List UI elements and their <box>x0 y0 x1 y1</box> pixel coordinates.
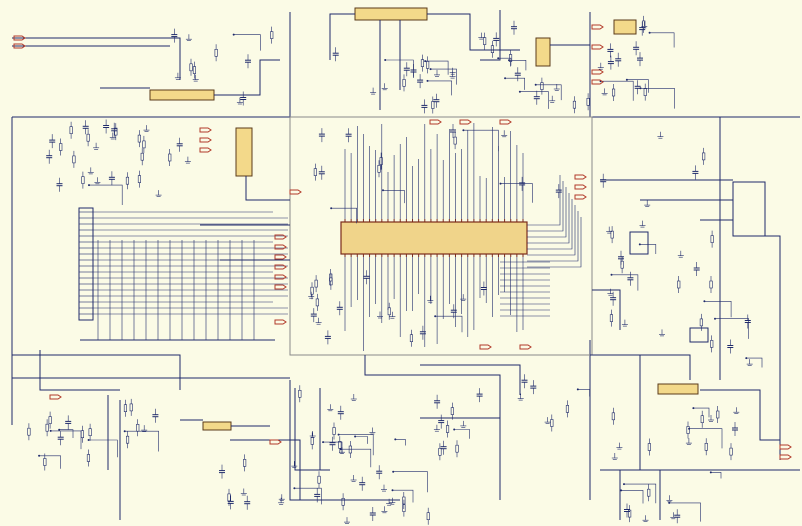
bottom-left-header <box>202 421 232 431</box>
main-ic <box>340 219 528 257</box>
left-bus-wires <box>79 211 288 341</box>
mcu-section-box <box>289 116 593 356</box>
ic-fanout-wires <box>344 123 582 351</box>
section-borders <box>11 12 800 500</box>
major-wires <box>11 10 781 520</box>
bottom-right-header <box>657 383 699 395</box>
top-left-header <box>149 89 215 101</box>
right-ic <box>629 231 649 255</box>
top-center-header <box>354 7 428 21</box>
top-right-header <box>535 37 551 67</box>
right-bottom-ic <box>689 327 709 343</box>
mid-left-header <box>235 127 253 177</box>
left-vertical-header <box>78 207 94 321</box>
right-vertical-header <box>732 181 766 237</box>
net-label-flags <box>13 24 792 460</box>
component-wiring <box>27 15 763 525</box>
top-right-small-ic <box>613 19 637 35</box>
